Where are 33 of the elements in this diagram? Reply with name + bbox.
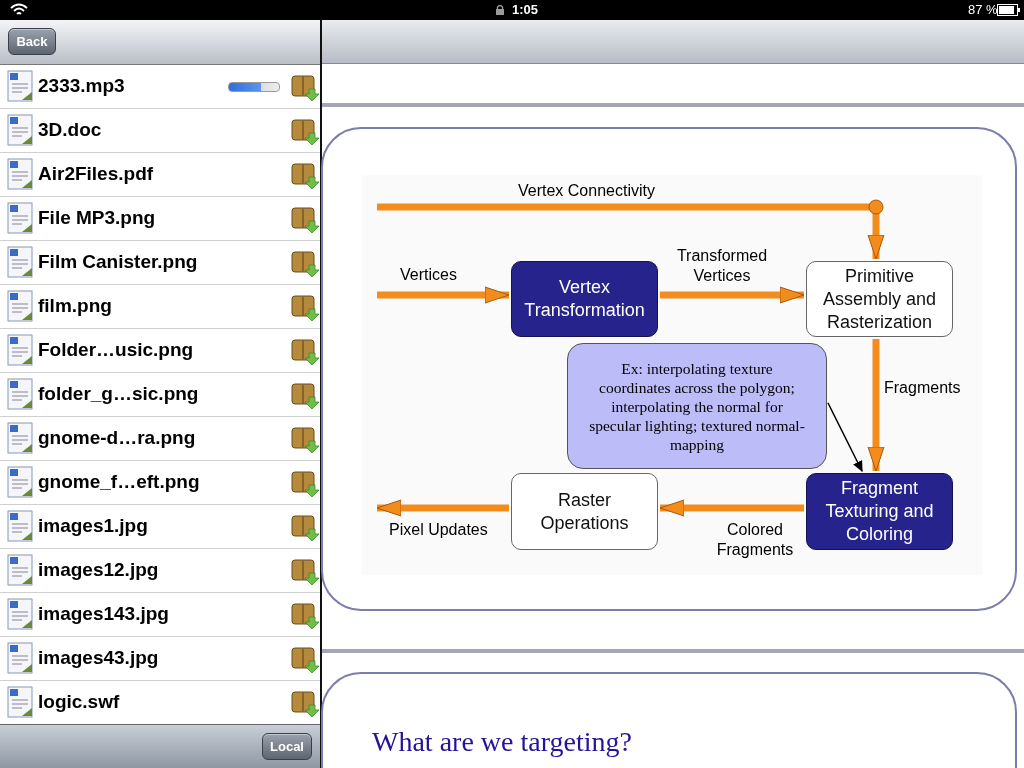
file-name: gnome_f…eft.png xyxy=(38,470,200,494)
file-name: folder_g…sic.png xyxy=(38,382,199,406)
file-name: images143.jpg xyxy=(38,602,169,626)
arrow xyxy=(827,402,863,473)
callout-box: Ex: interpolating texture coordinates across the polygon; interpolating the normal for specular lighting; textured normal-mapping xyxy=(567,343,827,469)
file-name: Film Canister.png xyxy=(38,250,198,274)
file-name: 2333.mp3 xyxy=(38,74,125,98)
arrow xyxy=(867,339,885,472)
process-box: Vertex Transformation xyxy=(511,261,658,337)
file-name: Air2Files.pdf xyxy=(38,162,154,186)
file-name: Folder…usic.png xyxy=(38,338,194,362)
edge-label: Fragments xyxy=(884,378,961,398)
process-box: Primitive Assembly and Rasterization xyxy=(806,261,953,337)
arrow xyxy=(659,499,804,517)
local-button: Local xyxy=(262,733,312,760)
file-name: film.png xyxy=(38,294,112,318)
file-name: 3D.doc xyxy=(38,118,102,142)
arrow xyxy=(660,286,805,304)
clock-time: 1:05 xyxy=(512,2,539,17)
file-name: images43.jpg xyxy=(38,646,159,670)
process-box: Fragment Texturing and Coloring xyxy=(806,473,953,550)
edge-label: Pixel Updates xyxy=(389,520,488,540)
file-name: gnome-d…ra.png xyxy=(38,426,196,450)
file-name: images12.jpg xyxy=(38,558,159,582)
arrow xyxy=(376,499,509,517)
file-name: logic.swf xyxy=(38,690,120,714)
file-name: images1.jpg xyxy=(38,514,148,538)
slide-heading: What are we targeting? xyxy=(372,726,632,758)
process-box: Raster Operations xyxy=(511,473,658,550)
file-name: File MP3.png xyxy=(38,206,156,230)
back-button: Back xyxy=(8,28,56,55)
edge-label: Vertex Connectivity xyxy=(518,181,655,201)
battery-percent: 87 % xyxy=(968,2,998,17)
